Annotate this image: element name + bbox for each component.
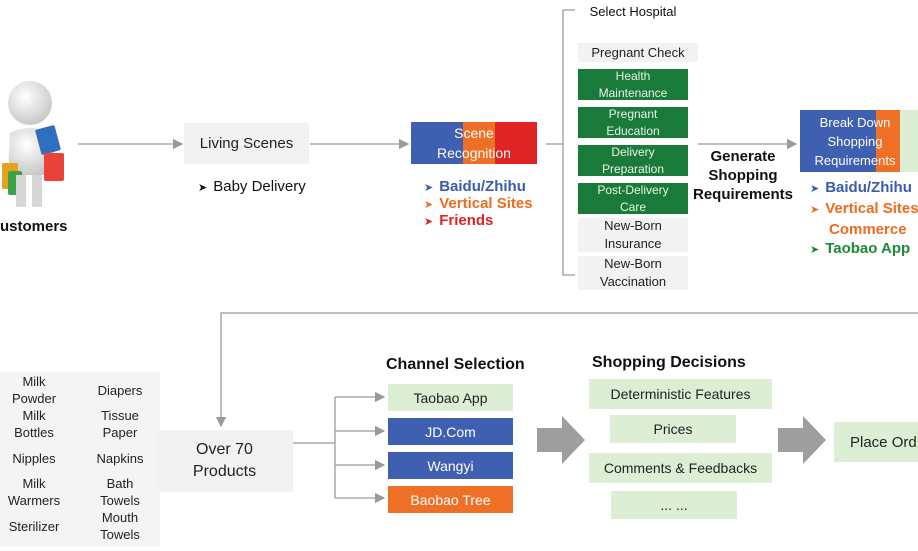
step-pregnant-check: Pregnant Check [578, 43, 698, 62]
channel-wangyi: Wangyi [388, 452, 513, 479]
scene-recognition-box [411, 122, 537, 164]
source-item: ➤Vertical Sites [424, 195, 533, 212]
break-down-sources: ➤Baidu/Zhihu ➤Vertical Sites Commerce ➤T… [810, 178, 918, 260]
step-delivery-preparation: Delivery Preparation [578, 145, 688, 176]
channel-baobao-tree: Baobao Tree [388, 486, 513, 513]
product-milk-bottles: Milk Bottles [14, 408, 54, 440]
product-bath-towels: Bath Towels [100, 476, 140, 508]
step-select-hospital: Select Hospital [578, 0, 688, 22]
source-item: ➤Baidu/Zhihu [424, 178, 526, 195]
product-milk-powder: Milk Powder [11, 374, 57, 406]
step-health-maintenance: Health Maintenance [578, 69, 688, 100]
products-panel [0, 372, 160, 547]
break-source-item: ➤Taobao App [810, 240, 911, 257]
living-scenes-box: Living Scenes [184, 123, 309, 164]
baby-delivery-bullet: ➤Baby Delivery [198, 178, 306, 195]
decision-prices: Prices [610, 415, 736, 443]
place-order-box: Place Ord [834, 422, 918, 462]
product-tissue-paper: Tissue Paper [101, 408, 139, 440]
product-milk-warmers: Milk Warmers [7, 476, 61, 508]
decision-deterministic-features: Deterministic Features [589, 379, 772, 409]
product-mouth-towels: Mouth Towels [100, 510, 140, 542]
decision-ellipsis: ... ... [611, 491, 737, 519]
step-pregnant-education: Pregnant Education [578, 107, 688, 138]
over-70-products-box: Over 70 Products [156, 430, 293, 492]
step-new-born-insurance: New-Born Insurance [578, 218, 688, 252]
customer-figure-icon [2, 81, 64, 207]
step-new-born-vaccination: New-Born Vaccination [578, 256, 688, 290]
product-sterilizer: Sterilizer [8, 518, 60, 534]
scene-recognition-label: Scene Recognition [437, 125, 511, 161]
big-arrow-2 [778, 416, 826, 464]
break-down-label: Break Down Shopping Requirements [814, 114, 896, 168]
product-diapers: Diapers [97, 382, 143, 398]
big-arrow-1 [537, 416, 585, 464]
customers-label: ustomers [0, 218, 68, 235]
baby-delivery-label: Baby Delivery [213, 178, 306, 195]
decision-comments-feedbacks: Comments & Feedbacks [589, 453, 772, 483]
source-item: ➤Friends [424, 212, 494, 229]
break-source-item: Commerce [829, 221, 907, 238]
break-source-item: ➤Baidu/Zhihu [810, 179, 912, 196]
break-down-box [800, 110, 918, 172]
channel-taobao-app: Taobao App [388, 384, 513, 411]
step-post-delivery-care: Post-Delivery Care [578, 183, 688, 214]
scene-sources: ➤Baidu/Zhihu ➤Vertical Sites ➤Friends [424, 178, 533, 229]
channel-selection-title: Channel Selection [386, 356, 525, 373]
generate-requirements-label: Generate Shopping Requirements [692, 148, 794, 203]
product-nipples: Nipples [12, 450, 56, 466]
channel-jd-com: JD.Com [388, 418, 513, 445]
break-source-item: ➤Vertical Sites [810, 200, 918, 217]
product-napkins: Napkins [96, 450, 144, 466]
shopping-decisions-title: Shopping Decisions [592, 354, 746, 371]
